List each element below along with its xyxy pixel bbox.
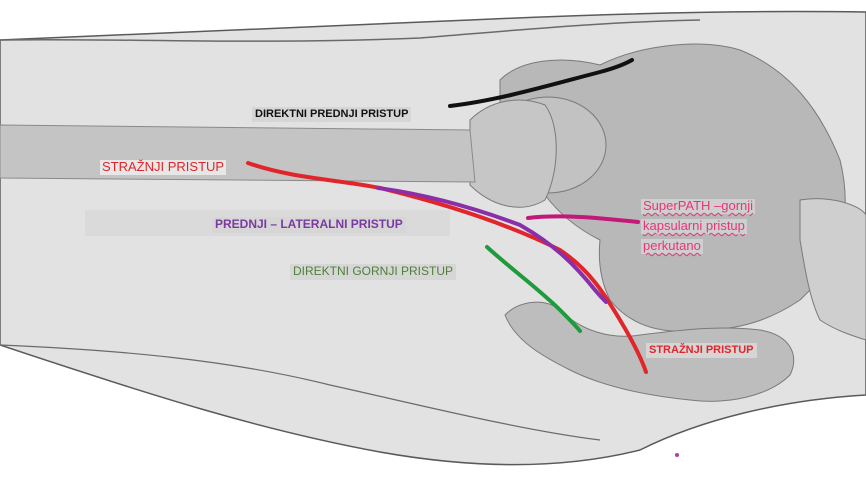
label-direct-anterior-approach: DIREKTNI PREDNJI PRISTUP xyxy=(252,107,411,122)
label-posterior-approach-bottom: STRAŽNJI PRISTUP xyxy=(646,343,757,358)
greater-trochanter xyxy=(470,100,556,207)
label-superpath-line3: perkutano xyxy=(641,239,703,254)
label-anterolateral-approach: PREDNJI – LATERALNI PRISTUP xyxy=(212,217,406,233)
label-direct-superior-approach: DIREKTNI GORNJI PRISTUP xyxy=(290,264,456,280)
marker-dot xyxy=(675,453,679,457)
femur-shaft xyxy=(0,125,475,182)
label-posterior-approach-top: STRAŽNJI PRISTUP xyxy=(100,160,226,175)
label-superpath-line1: SuperPATH –gornji xyxy=(641,199,755,214)
label-superpath-line2: kapsularni pristup xyxy=(641,219,747,234)
